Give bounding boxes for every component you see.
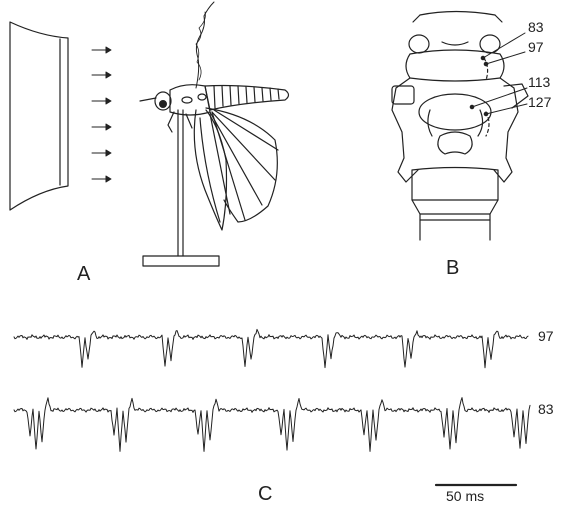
scale-bar-label: 50 ms <box>446 488 484 504</box>
site-label-97: 97 <box>528 39 544 55</box>
panel-label-c: C <box>258 483 272 505</box>
airflow-arrow <box>92 124 111 130</box>
trace-label-97: 97 <box>538 328 554 344</box>
mounting-stand <box>143 110 219 266</box>
panel-label-a: A <box>77 263 91 285</box>
trace-label-83: 83 <box>538 401 554 417</box>
airflow-arrow <box>92 150 111 156</box>
locust-drawing <box>140 85 289 230</box>
thorax-diagram <box>392 12 528 241</box>
panel-label-b: B <box>446 257 459 279</box>
site-label-83: 83 <box>528 19 544 35</box>
airflow-arrows <box>92 47 111 182</box>
airflow-arrow <box>92 72 111 78</box>
site-label-127: 127 <box>528 94 552 110</box>
site-label-113: 113 <box>528 74 551 90</box>
emg-trace-83 <box>14 398 530 452</box>
airflow-arrow <box>92 47 111 53</box>
emg-trace-97 <box>14 329 528 367</box>
airflow-arrow <box>92 176 111 182</box>
airflow-arrow <box>92 98 111 104</box>
wind-source-outline <box>10 22 68 210</box>
